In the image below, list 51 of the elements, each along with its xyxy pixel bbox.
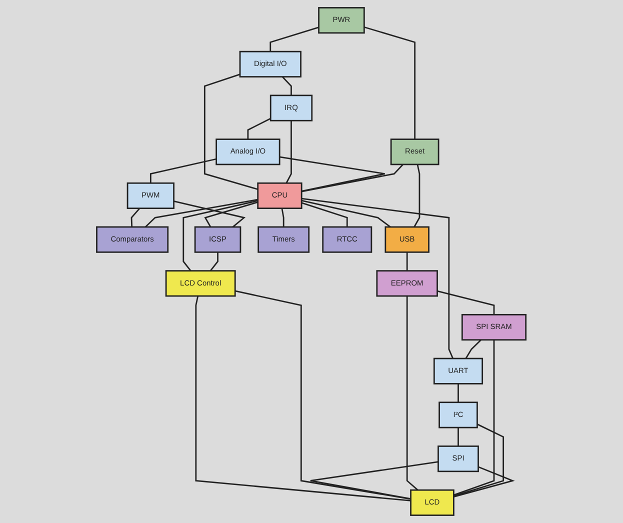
connector bbox=[174, 200, 246, 228]
connector bbox=[182, 200, 258, 272]
node-box bbox=[410, 489, 455, 516]
connector bbox=[302, 202, 348, 227]
connector bbox=[414, 164, 420, 228]
node-box bbox=[322, 226, 372, 253]
node-box bbox=[258, 226, 310, 253]
node-box bbox=[194, 226, 242, 253]
connector bbox=[210, 252, 219, 272]
connector bbox=[458, 428, 460, 446]
connector bbox=[150, 158, 217, 184]
node-box bbox=[384, 226, 430, 253]
connector bbox=[406, 296, 418, 491]
node-box bbox=[438, 402, 478, 428]
node-box bbox=[376, 270, 438, 297]
connector bbox=[280, 156, 386, 192]
connector bbox=[204, 74, 258, 190]
connector bbox=[204, 201, 258, 228]
connector bbox=[465, 339, 482, 359]
node-box bbox=[240, 50, 302, 78]
node-box bbox=[318, 7, 366, 34]
connector bbox=[302, 164, 404, 192]
connector bbox=[286, 120, 292, 184]
connector bbox=[406, 252, 408, 271]
connector bbox=[145, 198, 258, 228]
node-box bbox=[390, 138, 440, 166]
connector bbox=[364, 26, 416, 140]
connector bbox=[281, 208, 284, 227]
connector bbox=[454, 424, 504, 497]
connector bbox=[454, 466, 516, 498]
connector bbox=[458, 384, 460, 402]
connector bbox=[247, 118, 272, 140]
node-box bbox=[166, 270, 236, 297]
connector bbox=[302, 200, 391, 228]
node-box bbox=[96, 226, 169, 253]
connector bbox=[454, 340, 495, 496]
connector bbox=[282, 76, 292, 96]
node-box bbox=[257, 182, 302, 210]
connector bbox=[195, 296, 412, 502]
node-box bbox=[127, 182, 175, 210]
connector bbox=[235, 290, 412, 500]
node-box bbox=[462, 314, 527, 341]
connector bbox=[437, 290, 495, 315]
node-box bbox=[434, 358, 484, 384]
connector bbox=[131, 208, 140, 227]
node-box bbox=[270, 94, 313, 122]
node-box bbox=[438, 446, 480, 472]
connector bbox=[270, 26, 320, 52]
connector bbox=[302, 198, 454, 359]
connector bbox=[310, 461, 439, 500]
node-box bbox=[216, 138, 280, 166]
